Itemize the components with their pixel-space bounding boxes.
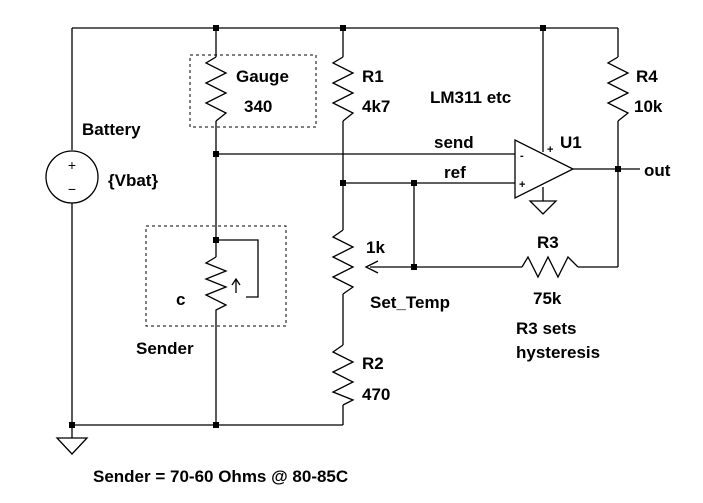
sender-arrow-head-icon [231,277,241,286]
sender-pin-label: c [176,290,185,309]
r1-value: 4k7 [362,97,390,116]
comparator-symbol [514,138,575,200]
comparator-ground-symbol [528,200,558,215]
pot-resistor [331,229,355,295]
r3-resistor [521,255,579,279]
r3-label: R3 [537,233,559,252]
comparator-minus: - [520,150,524,162]
comparator-plus: + [519,179,525,191]
sender-label: Sender [136,339,194,358]
battery-plus-sign: + [68,157,76,173]
comparator-part: LM311 etc [430,88,511,107]
r4-resistor [606,56,630,122]
battery-label: Battery [82,120,141,139]
junction-dots [69,25,621,428]
gauge-label: Gauge [236,67,289,86]
r2-label: R2 [362,354,384,373]
sender-resistor [204,256,228,318]
r1-resistor [331,56,355,122]
gauge-box [189,54,317,128]
net-out-label: out [644,161,671,180]
gauge-resistor [204,56,228,122]
r3-note-line1: R3 sets [516,319,576,338]
r2-value: 470 [362,385,390,404]
battery-minus-sign: − [68,181,76,197]
comparator-label: U1 [560,133,582,152]
net-send-label: send [434,133,474,152]
r3-value: 75k [533,289,562,308]
pot-label: Set_Temp [370,293,450,312]
gauge-value: 340 [244,97,272,116]
r1-label: R1 [362,67,384,86]
r4-value: 10k [634,97,663,116]
ground-symbol [55,437,89,455]
net-ref-label: ref [444,163,466,182]
r2-resistor [331,344,355,406]
battery-value: {Vbat} [108,171,158,190]
comparator-supply-plus: + [547,144,553,156]
battery-symbol: + − [45,150,99,204]
footer-note: Sender = 70-60 Ohms @ 80-85C [93,467,348,486]
r3-note-line2: hysteresis [516,343,600,362]
r4-label: R4 [636,67,658,86]
pot-value: 1k [366,238,385,257]
wires [71,27,640,438]
